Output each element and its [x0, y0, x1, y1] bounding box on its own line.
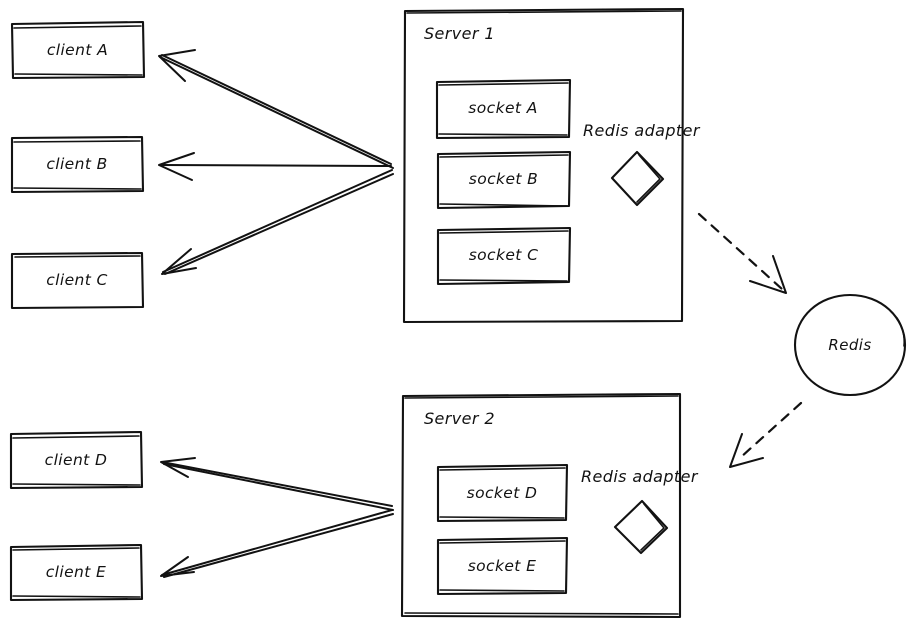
- client-label-client-d[interactable]: client D: [44, 451, 108, 469]
- client-label-client-c[interactable]: client C: [46, 271, 108, 289]
- socket-label-socket-e[interactable]: socket E: [467, 557, 537, 575]
- redis-adapter-label-server-2[interactable]: Redis adapter: [581, 467, 698, 486]
- server-1-box-shape: [402, 7, 685, 324]
- connection-adapter1-to-redis: [697, 212, 787, 294]
- socket-label-socket-a[interactable]: socket A: [468, 99, 538, 117]
- redis-node-label[interactable]: Redis: [828, 336, 872, 354]
- connection-server1-to-clientC: [161, 169, 394, 275]
- redis-adapter-2-diamond-shape: [613, 499, 669, 555]
- connection-redis-to-adapter2: [729, 401, 803, 468]
- client-label-client-b[interactable]: client B: [46, 155, 108, 173]
- socket-label-socket-b[interactable]: socket B: [468, 170, 539, 188]
- connection-server2-to-clientD: [160, 457, 394, 511]
- client-label-client-a[interactable]: client A: [46, 41, 109, 59]
- connection-server1-to-clientB: [158, 152, 392, 181]
- redis-adapter-1-diamond-shape: [610, 150, 665, 207]
- server-label-server-2[interactable]: Server 2: [424, 409, 495, 428]
- server-label-server-1[interactable]: Server 1: [424, 24, 495, 43]
- socket-label-socket-d[interactable]: socket D: [466, 484, 538, 502]
- socket-label-socket-c[interactable]: socket C: [468, 246, 539, 264]
- redis-adapter-label-server-1[interactable]: Redis adapter: [583, 121, 700, 140]
- client-label-client-e[interactable]: client E: [45, 563, 107, 581]
- connection-server1-to-clientA: [158, 49, 394, 169]
- connection-server2-to-clientE: [160, 509, 394, 578]
